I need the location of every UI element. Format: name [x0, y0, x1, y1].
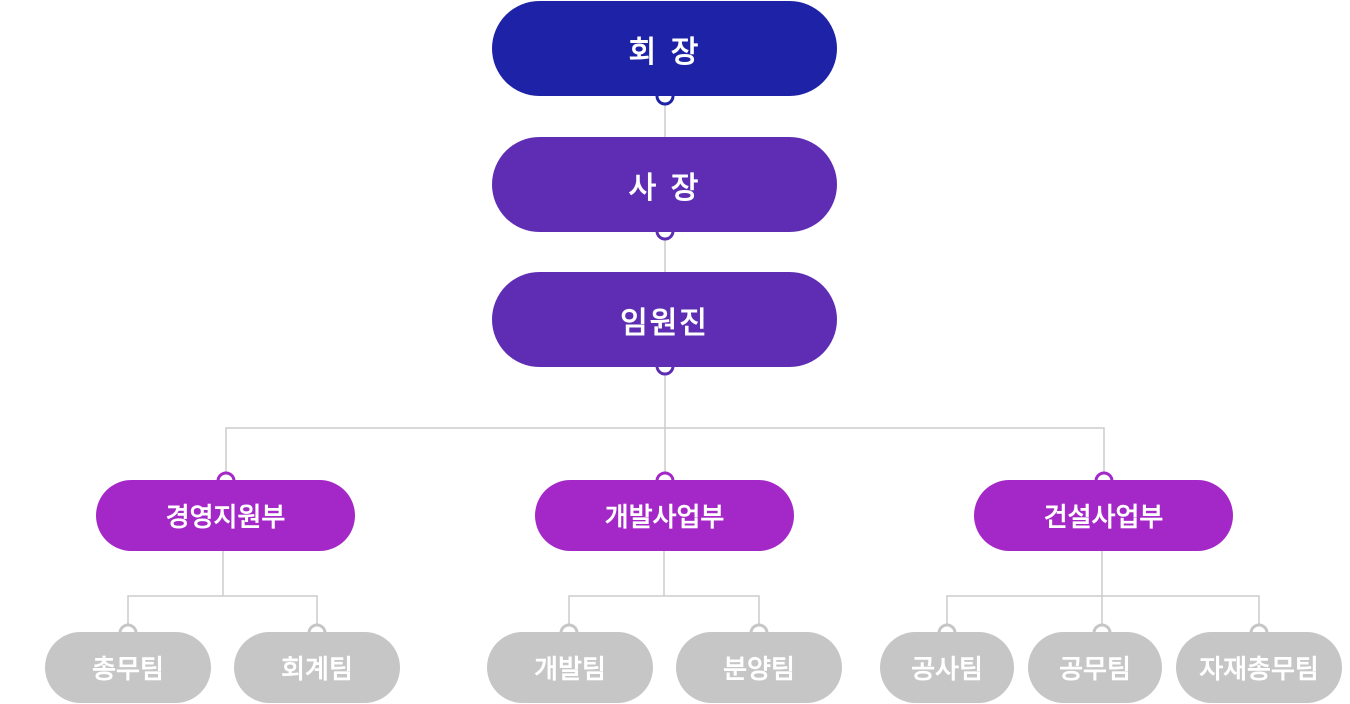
- president-node: 사 장: [492, 137, 837, 232]
- team-node: 자재총무팀: [1176, 632, 1342, 703]
- chairman-node: 회 장: [492, 1, 837, 96]
- team-node: 개발팀: [487, 632, 653, 703]
- team-node: 회계팀: [234, 632, 400, 703]
- department-node-construction: 건설사업부: [974, 480, 1233, 551]
- team-node: 총무팀: [45, 632, 211, 703]
- executives-node: 임원진: [492, 272, 837, 367]
- team-node: 공무팀: [1028, 632, 1162, 703]
- department-node-management-support: 경영지원부: [96, 480, 355, 551]
- team-node: 공사팀: [880, 632, 1014, 703]
- department-node-development: 개발사업부: [535, 480, 794, 551]
- team-node: 분양팀: [676, 632, 842, 703]
